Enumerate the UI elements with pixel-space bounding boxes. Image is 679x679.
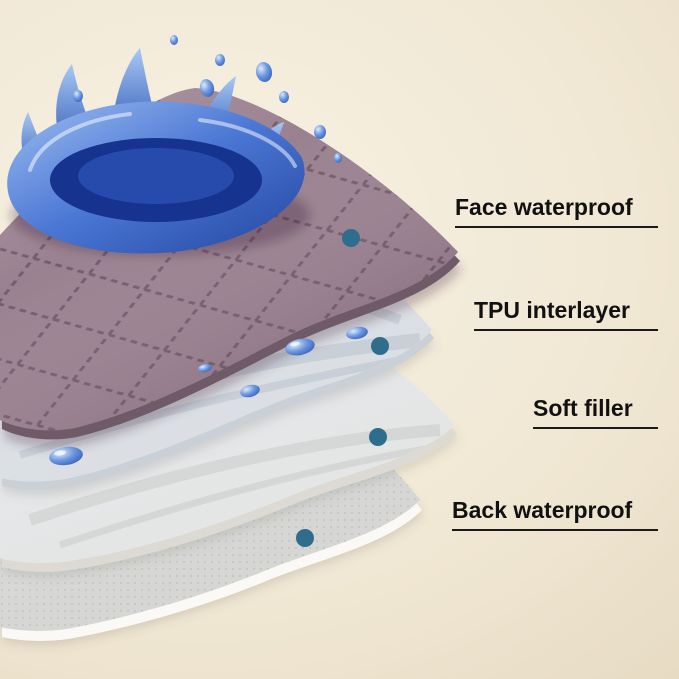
callout-back-waterproof: Back waterproof (452, 497, 658, 531)
callout-tpu-interlayer: TPU interlayer (474, 297, 658, 331)
sheet-droplets (49, 326, 368, 466)
water-droplets (73, 35, 342, 163)
water-splash (7, 48, 305, 254)
callout-face-waterproof: Face waterproof (455, 194, 658, 228)
callout-label-soft-filler: Soft filler (533, 395, 633, 421)
callout-dot-back-waterproof (296, 529, 314, 547)
callout-label-face-waterproof: Face waterproof (455, 194, 633, 220)
callout-soft-filler: Soft filler (533, 395, 658, 429)
callout-dot-tpu-interlayer (371, 337, 389, 355)
callout-dot-soft-filler (369, 428, 387, 446)
callout-label-back-waterproof: Back waterproof (452, 497, 633, 523)
callout-dot-face-waterproof (342, 229, 360, 247)
callout-label-tpu-interlayer: TPU interlayer (474, 297, 630, 323)
